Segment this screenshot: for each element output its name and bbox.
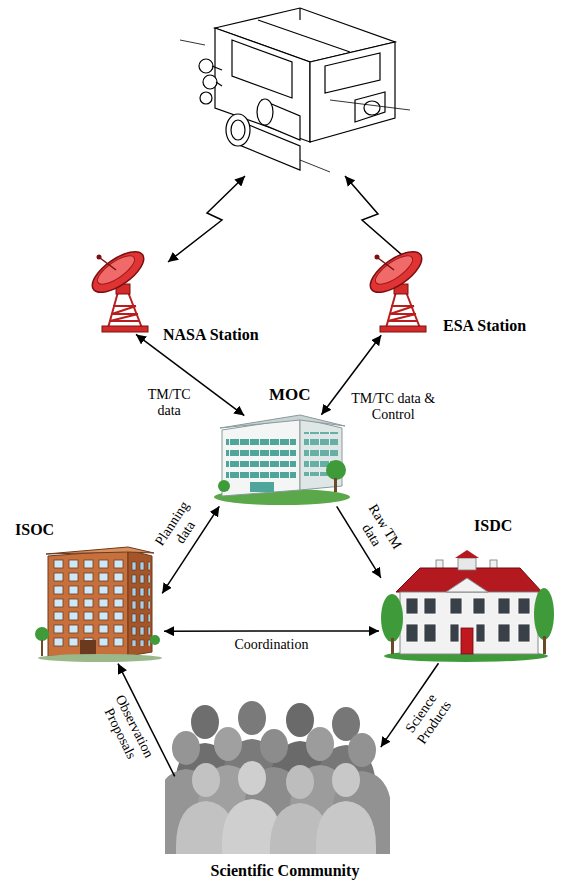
ground-station: NASA Station [92, 252, 160, 332]
flow-label: Science Products [395, 681, 460, 755]
isdc-building-icon [381, 550, 554, 662]
node-label: NASA Station [163, 326, 259, 344]
data-centre: ISDC [383, 555, 548, 660]
node-label: ISOC [15, 521, 54, 539]
operations-centre: MOC [215, 418, 345, 503]
operations-centre: ISOC [35, 545, 160, 660]
node-label: MOC [269, 385, 311, 405]
crowd-icon [165, 701, 390, 854]
user-community: Scientific Community [170, 706, 385, 854]
moc-building-icon [214, 415, 350, 505]
flow-label: Raw TM data [348, 496, 408, 566]
nasa-dish-icon [86, 244, 150, 332]
ground-station: ESA Station [370, 252, 438, 332]
node-label: Scientific Community [211, 862, 360, 880]
flow-label: Coordination [233, 637, 311, 653]
downlink-arrows [168, 176, 410, 262]
flow-label: Observation Proposals [93, 684, 160, 775]
node-label: ISDC [474, 517, 512, 535]
isoc-building-icon [35, 547, 162, 662]
flow-label: TM/TC data [142, 387, 196, 419]
data-flow-arrow [164, 630, 379, 632]
flow-label: TM/TC data & Control [347, 391, 439, 423]
esa-dish-icon [364, 244, 428, 332]
flow-label: Planning data [147, 493, 209, 564]
node-label: ESA Station [443, 317, 526, 335]
satellite-drawing [180, 8, 410, 172]
